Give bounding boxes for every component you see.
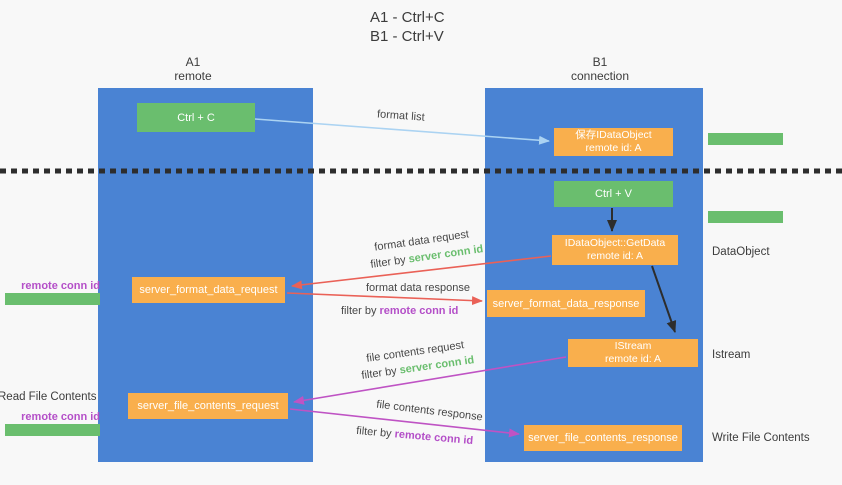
server-format-data-request-label: server_format_data_request [139,284,278,296]
save-idataobject-line2: remote id: A [585,142,642,154]
server-file-contents-request-label: server_file_contents_request [137,400,279,412]
server-format-data-response-node: server_format_data_response [487,290,645,317]
idataobject-getdata-line2: remote id: A [586,250,644,262]
server-conn-id-annotation-top: server conn id [708,133,784,145]
write-file-contents-annotation: Write File Contents [712,432,810,444]
left-column-role: remote [174,69,212,83]
format-data-response-filter-label: filter by remote conn id [341,305,458,317]
istream-line1: IStream [614,340,652,352]
server-file-contents-response-node: server_file_contents_response [524,425,682,451]
idataobject-getdata-node: IDataObject::GetData remote id: A [552,235,678,265]
ctrl-c-label: Ctrl + C [177,111,215,124]
format-data-response-arrow-label: format data response [366,282,470,294]
read-file-contents-annotation: Read File Contents [0,391,97,403]
left-column-header: A1 remote [133,55,253,83]
server-conn-id-annotation-left-bottom: server conn id [5,424,100,436]
remote-conn-id-key: remote conn id [379,305,459,317]
idataobject-getdata-line1: IDataObject::GetData [564,237,666,249]
left-column-name: A1 [185,55,201,69]
right-column-role: connection [570,69,630,83]
save-idataobject-line1: 保存IDataObject [575,129,652,141]
istream-line2: remote id: A [604,353,662,365]
diagram-title: A1 - Ctrl+C B1 - Ctrl+V [370,8,445,46]
right-column-name: B1 [592,55,608,69]
remote-conn-id-annotation-top: remote conn id [21,280,100,292]
server-conn-id-annotation-left-top: server conn id [5,293,100,305]
server-format-data-response-label: server_format_data_response [492,297,640,310]
ctrl-v-label: Ctrl + V [595,188,632,200]
ctrl-c-node: Ctrl + C [137,103,255,132]
remote-conn-id-key: remote conn id [394,428,474,448]
format-list-arrow-label: format list [376,108,426,124]
filter-prefix: filter by [341,305,380,317]
server-file-contents-request-node: server_file_contents_request [128,393,288,419]
ctrl-v-node: Ctrl + V [554,181,673,207]
file-contents-response-filter-label: filter by remote conn id [356,425,474,447]
dataobject-annotation: DataObject [712,246,770,258]
server-format-data-request-node: server_format_data_request [132,277,285,303]
filter-prefix: filter by [360,364,401,382]
server-file-contents-response-label: server_file_contents_response [528,432,678,444]
server-conn-id-annotation-mid: server conn id [708,211,784,223]
remote-conn-id-annotation-bottom: remote conn id [21,411,100,423]
format-data-response-arrow [286,292,483,306]
title-line-2: B1 - Ctrl+V [370,28,444,45]
title-line-1: A1 - Ctrl+C [370,9,445,26]
file-contents-response-arrow-label: file contents response [375,398,484,424]
istream-annotation: Istream [712,349,751,361]
right-column-header: B1 connection [540,55,660,83]
istream-node: IStream remote id: A [568,339,698,367]
save-idataobject-node: 保存IDataObject remote id: A [554,128,673,156]
filter-prefix: filter by [369,253,410,271]
filter-prefix: filter by [355,424,396,441]
